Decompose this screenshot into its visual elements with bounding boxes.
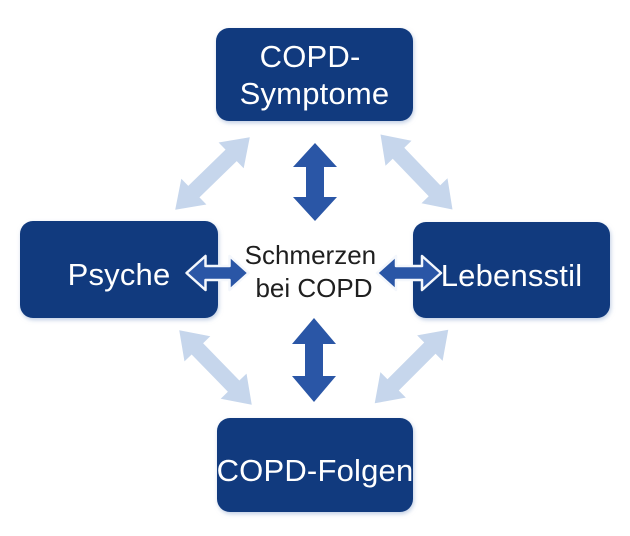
center-label-line1: Schmerzen — [245, 240, 377, 270]
center-label-line2: bei COPD — [255, 273, 372, 303]
center-label: Schmerzen bei COPD — [245, 240, 384, 303]
node-lebensstil-label: Lebensstil — [441, 258, 583, 293]
arrow-psyche-center — [185, 254, 250, 292]
node-copd-folgen — [217, 418, 413, 512]
arrow-center-symptome — [293, 143, 337, 221]
node-psyche-label: Psyche — [68, 257, 171, 292]
node-copd-symptome-label: COPD- Symptome — [240, 39, 390, 111]
node-copd-symptome — [216, 28, 413, 121]
arrow-psyche-symptome — [175, 137, 250, 210]
node-lebensstil — [413, 222, 610, 318]
arrow-center-lebensstil — [375, 254, 443, 292]
node-copd-symptome-line2: Symptome — [240, 76, 390, 111]
node-copd-folgen-label: COPD-Folgen — [217, 453, 414, 488]
arrow-center-folgen — [292, 318, 336, 402]
node-psyche — [20, 221, 218, 318]
arrow-psyche-folgen — [179, 330, 252, 405]
node-copd-symptome-line1: COPD- — [260, 39, 361, 74]
arrow-folgen-lebensstil — [374, 329, 449, 404]
arrow-symptome-lebensstil — [380, 134, 453, 210]
